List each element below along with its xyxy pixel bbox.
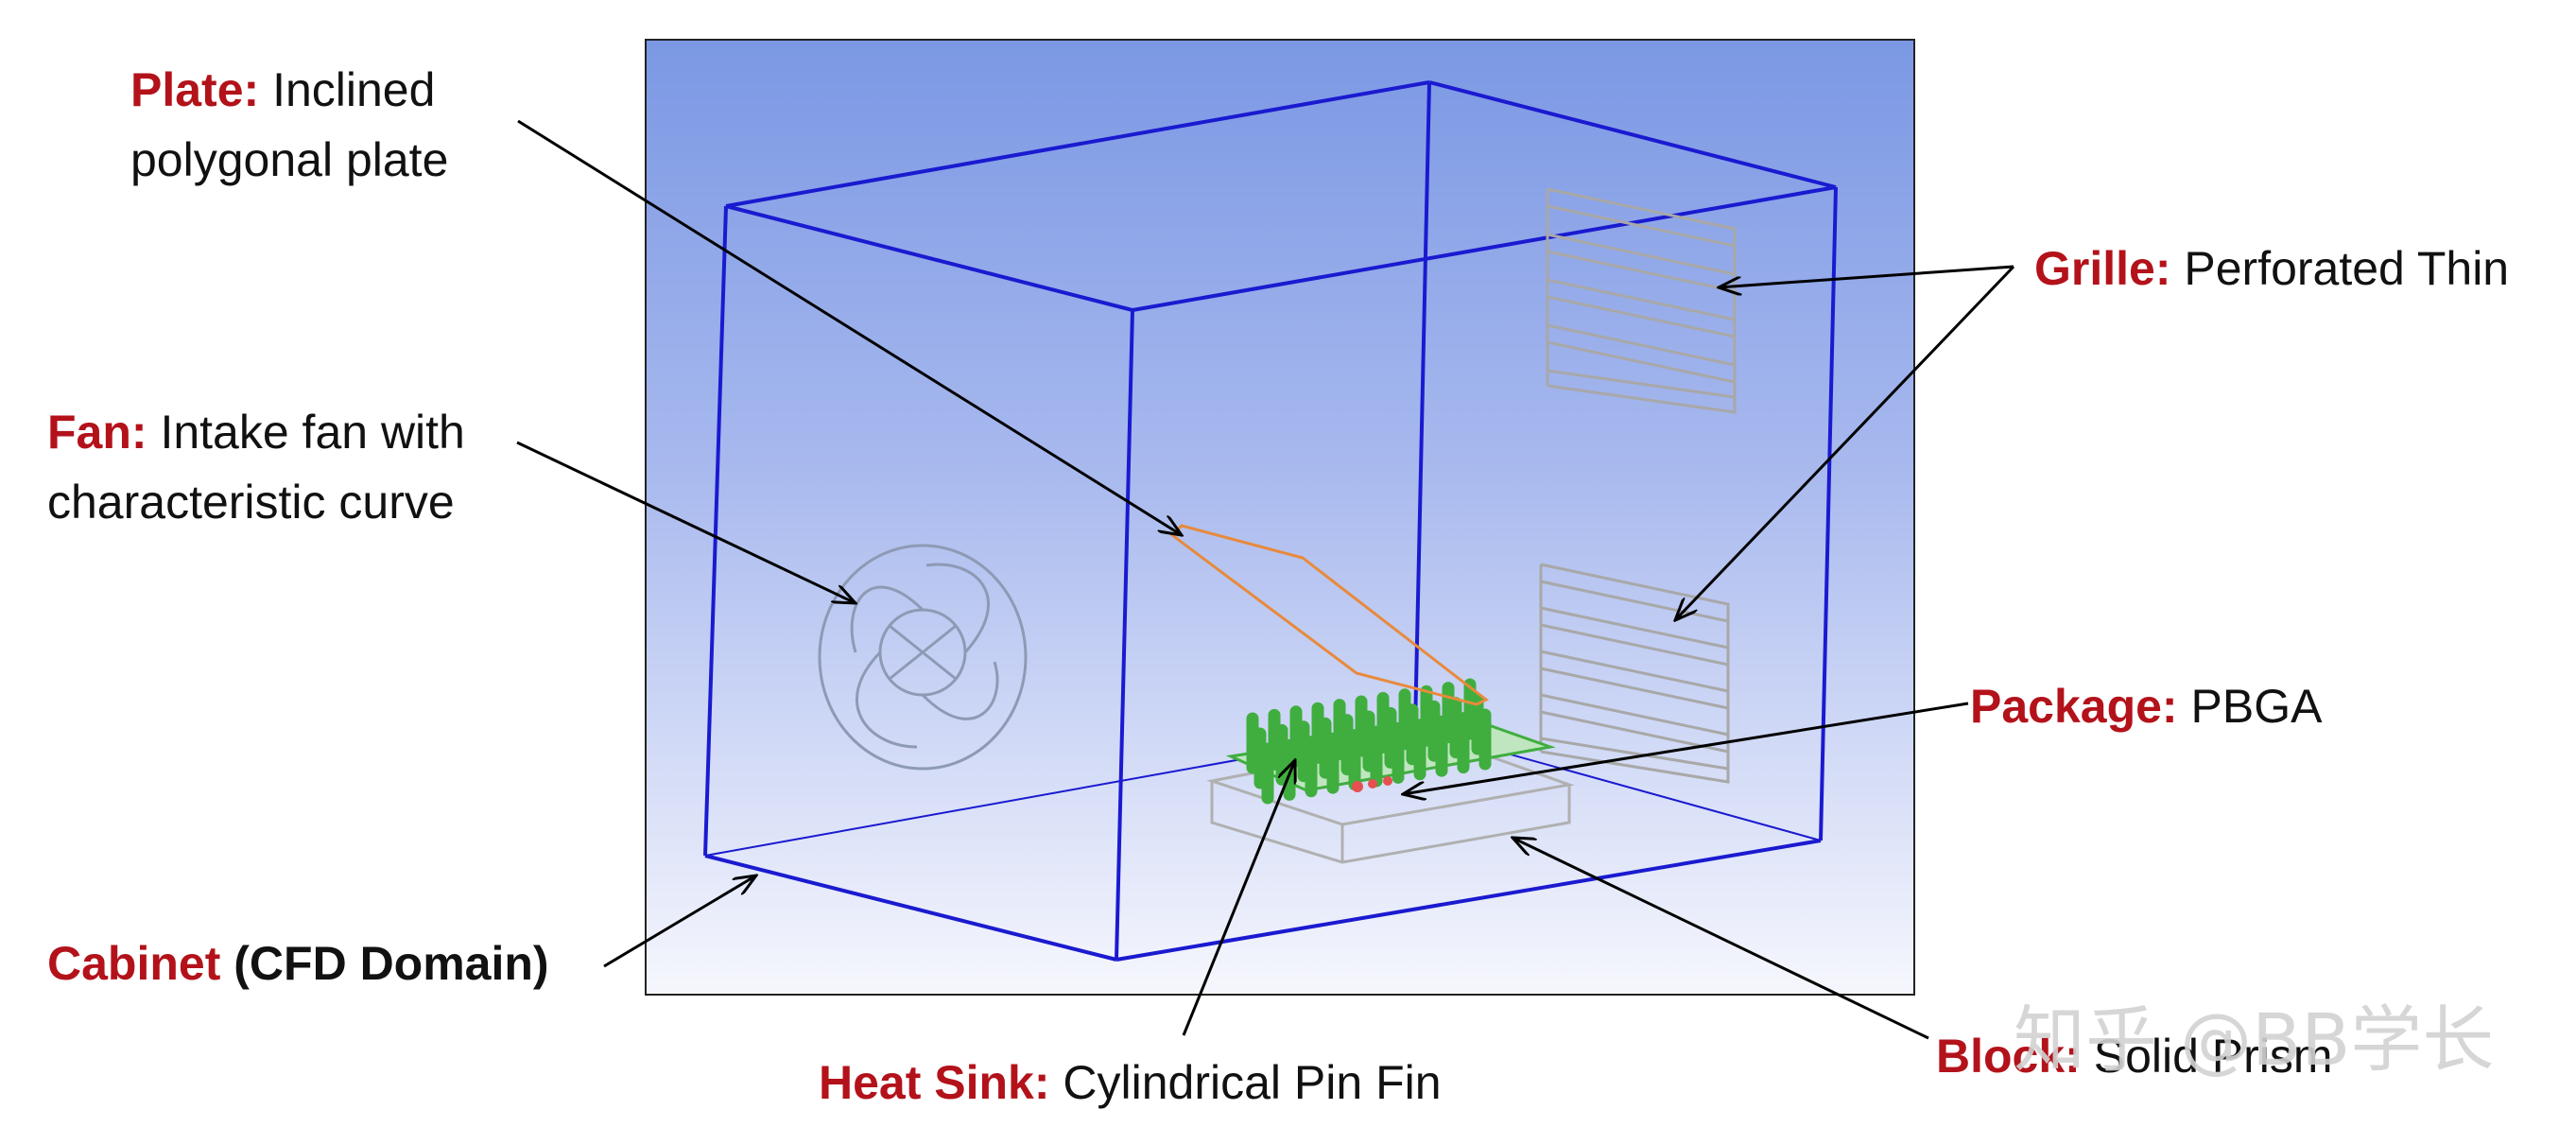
fan-arrow: [516, 441, 856, 603]
package-label-text: PBGA: [2190, 680, 2323, 733]
plate-arrow: [517, 119, 1182, 535]
grille-label: Grille: Perforated Thin: [2034, 234, 2509, 303]
cabinet-box: [703, 80, 1838, 962]
fan-label-text: Intake fan with: [160, 406, 465, 459]
cabinet-arrow: [603, 876, 756, 968]
grille-arrow-upper: [1719, 265, 2014, 287]
block-label-key: Block:: [1936, 1030, 2081, 1083]
grille-label-key: Grille:: [2034, 242, 2171, 295]
plate-label-text: Inclined: [272, 63, 436, 116]
block-label: Block: Solid Prism: [1936, 1021, 2333, 1091]
fan-label: Fan: Intake fan with characteristic curv…: [47, 397, 465, 537]
block-label-text: Solid Prism: [2093, 1030, 2333, 1083]
package-label-key: Package:: [1970, 680, 2178, 733]
grille-icon: [1539, 187, 1737, 784]
heat-sink-arrow: [1182, 760, 1295, 1036]
cabinet-label-text: (CFD Domain): [233, 937, 549, 990]
grille-label-text: Perforated Thin: [2184, 242, 2510, 295]
heat-sink-icon: [1225, 678, 1556, 805]
plate-label: Plate: Inclined polygonal plate: [130, 55, 448, 195]
grille-arrow-lower: [1675, 265, 2015, 620]
heat-sink-label-text: Cylindrical Pin Fin: [1063, 1056, 1442, 1109]
leader-arrows: [516, 119, 2015, 1040]
plate-label-text-line2: polygonal plate: [130, 133, 449, 186]
package-label: Package: PBGA: [1970, 671, 2322, 741]
fan-label-text-line2: characteristic curve: [47, 476, 455, 529]
block-arrow: [1513, 838, 1929, 1040]
heat-sink-label-key: Heat Sink:: [819, 1056, 1050, 1109]
cabinet-label: Cabinet (CFD Domain): [47, 928, 549, 998]
cabinet-label-key: Cabinet: [47, 937, 221, 990]
watermark: 知乎 @BB学长: [2014, 997, 2495, 1082]
fan-icon: [818, 544, 1028, 771]
plate-label-key: Plate:: [130, 63, 260, 116]
graphics-viewport: [645, 39, 1915, 996]
heat-sink-label: Heat Sink: Cylindrical Pin Fin: [819, 1048, 1442, 1118]
package-arrow: [1403, 702, 1969, 794]
fan-label-key: Fan:: [47, 406, 147, 459]
